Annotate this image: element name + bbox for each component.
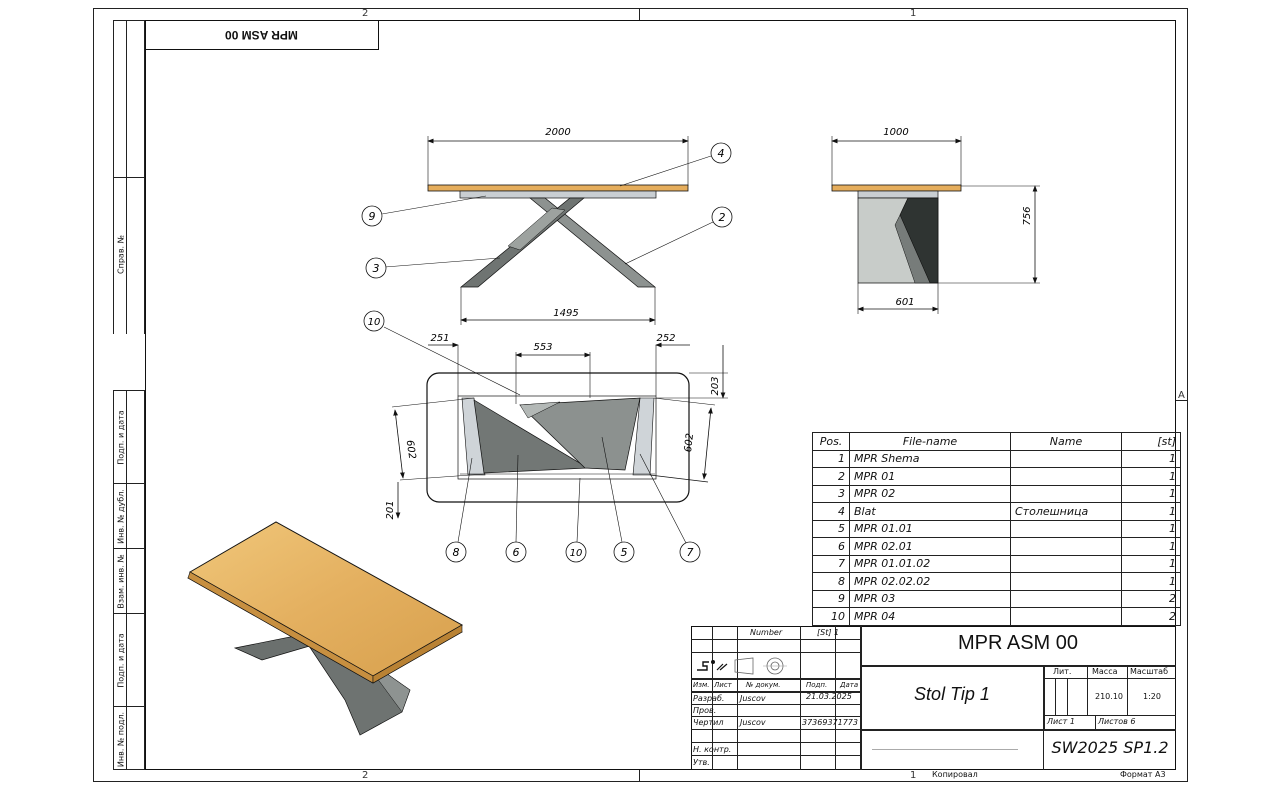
strip-cell-podp-data-1: Подп. и дата <box>113 390 145 483</box>
tb-razrab-name: Juscov <box>740 694 766 703</box>
zone-divider-top <box>639 8 640 20</box>
balloon-7: 7 <box>687 546 694 559</box>
tb-chertil: Чертил <box>693 718 724 727</box>
dim-top-201: 201 <box>385 500 396 519</box>
tb-software: SW2025 SP1.2 <box>1051 738 1169 757</box>
balloon-5: 5 <box>621 546 628 559</box>
front-tabletop <box>427 184 689 192</box>
balloon-3: 3 <box>373 262 380 275</box>
balloon-2: 2 <box>719 211 726 224</box>
tb-number-label: Number <box>750 628 783 637</box>
tb-chertil-code: 37369371773 <box>802 718 858 727</box>
mirrored-designation-box: MPR ASM 00 <box>145 20 379 50</box>
tb-mass-value: 210.10 <box>1095 692 1123 701</box>
bom-header-qty: [st] <box>1121 432 1181 451</box>
side-tabletop <box>831 184 962 192</box>
tb-chertil-name: Juscov <box>740 718 766 727</box>
tb-data: Дата <box>840 681 859 689</box>
top-leg-panel-6 <box>473 399 590 474</box>
dim-front-base: 1495 <box>553 308 578 319</box>
format-label: Формат А3 <box>1120 770 1166 779</box>
balloon-8: 8 <box>453 546 460 559</box>
copied-label: Копировал <box>932 770 978 779</box>
tb-scale-value: 1:20 <box>1143 692 1161 701</box>
isometric-view <box>187 521 464 736</box>
tb-sheets: Листов 6 <box>1098 717 1136 726</box>
zone-label-right-a: A <box>1178 390 1185 401</box>
dim-side-height: 756 <box>1022 206 1033 225</box>
tb-razrab: Разраб. <box>693 694 725 703</box>
strip-cell-inv-podl: Инв. № подл. <box>113 706 145 770</box>
tb-lit: Лит. <box>1053 667 1072 676</box>
dim-top-602-right: 602 <box>683 433 696 453</box>
tb-masshtab: Масштаб <box>1130 667 1169 676</box>
dim-top-left: 251 <box>430 333 449 344</box>
solidworks-icons <box>697 657 787 675</box>
zone-label-top-2: 2 <box>362 8 369 19</box>
top-leg-panel-5 <box>519 397 641 471</box>
dim-side-base: 601 <box>895 297 914 308</box>
balloon-10-top: 10 <box>368 317 381 328</box>
strip-cell-sprav: Справ. № <box>113 177 145 334</box>
bom-header-row: Pos. File-name Name [st] <box>812 432 1181 451</box>
dim-top-right: 252 <box>656 333 675 344</box>
tb-massa: Масса <box>1092 667 1118 676</box>
dim-top-mid: 553 <box>533 342 552 353</box>
front-frame-rail <box>459 190 657 199</box>
drawing-frame <box>145 20 1176 770</box>
tb-utv: Утв. <box>693 758 710 767</box>
balloon-9: 9 <box>369 210 376 223</box>
tb-podp: Подп. <box>806 681 828 689</box>
balloon-6: 6 <box>513 546 520 559</box>
strip-cell-vzam-inv: Взам. инв. № <box>113 548 145 613</box>
tb-razrab-date: 21.03.2025 <box>806 692 852 701</box>
dim-side-width: 1000 <box>883 127 908 138</box>
front-view: 2000 1495 4 9 2 3 <box>361 127 733 325</box>
bom-header-pos: Pos. <box>812 432 850 451</box>
zone-label-bottom-1: 1 <box>910 770 917 781</box>
bom-header-name: Name <box>1010 432 1122 451</box>
side-view: 1000 756 601 <box>831 127 1040 314</box>
balloon-10-bottom: 10 <box>570 548 583 559</box>
dim-front-length: 2000 <box>545 127 570 138</box>
tb-n-kontr: Н. контр. <box>693 745 732 754</box>
balloon-4: 4 <box>718 147 725 160</box>
tb-list: Лист <box>714 681 732 689</box>
dim-top-602-left: 602 <box>404 439 418 459</box>
tb-prov: Пров. <box>693 706 717 715</box>
zone-divider-bottom <box>639 770 640 782</box>
strip-cell-podp-data-2: Подп. и дата <box>113 613 145 706</box>
bom-header-filename: File-name <box>849 432 1011 451</box>
tb-izm: Изм. <box>693 681 710 689</box>
strip-cell-inv-dubl: Инв. № дубл. <box>113 483 145 548</box>
zone-label-bottom-2: 2 <box>362 770 369 781</box>
zone-divider-right <box>1176 400 1188 401</box>
tb-doc-no: № докум. <box>746 681 781 689</box>
tb-sheet: Лист 1 <box>1047 717 1075 726</box>
tb-st-label: [St] 1 <box>817 628 840 637</box>
dim-top-203: 203 <box>710 376 721 395</box>
top-view: 251 553 252 203 602 602 201 10 8 6 10 5 <box>363 310 728 563</box>
tb-part-name: Stol Tip 1 <box>914 684 990 704</box>
drawing-sheet-border <box>93 8 1188 782</box>
strip-cell-perv-primen <box>113 20 145 177</box>
zone-label-top-1: 1 <box>910 8 917 19</box>
tb-designation: MPR ASM 00 <box>957 632 1079 654</box>
